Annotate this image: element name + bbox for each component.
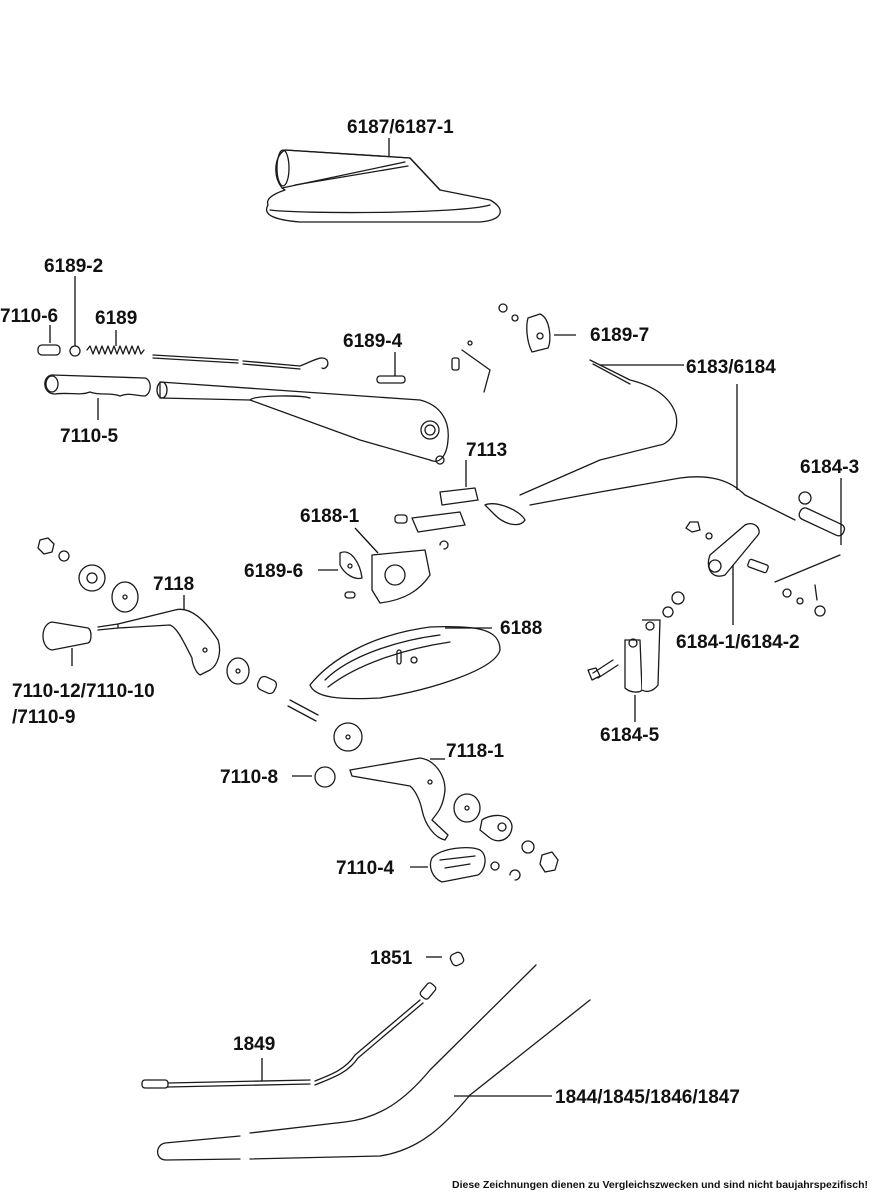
disclaimer-note: Diese Zeichnungen dienen zu Vergleichszw… [452,1179,868,1191]
part-washer-6189-2 [69,345,81,357]
part-cap-1851 [449,951,465,967]
part-hardware-right [453,793,559,881]
label-1844: 1844/1845/1846/1847 [555,1087,740,1108]
part-cables-1844 [156,964,591,1161]
part-spring-6189 [86,345,145,355]
part-ratchet-6188-1 [371,549,431,604]
label-7118-1: 7118-1 [446,741,505,762]
leader-6188-1 [354,527,379,554]
part-ball-7110-8 [314,766,336,788]
part-pawl-6189-6 [339,551,363,599]
label-6184-5: 6184-5 [600,725,660,746]
part-ratchet-pawl-rod [451,340,491,393]
part-pin-7110-6 [37,344,61,356]
part-boot-6187 [265,149,501,223]
part-grip-7110-5 [44,374,151,397]
label-6189-2: 6189-2 [44,256,103,277]
part-lever-7118-1 [349,757,449,841]
part-bracket-7110-4 [429,847,486,883]
label-7110-12-line1: 7110-12/7110-10 [12,681,155,702]
part-bracket-6189-7 [498,303,551,353]
label-6188: 6188 [500,618,542,639]
label-7113: 7113 [466,440,507,461]
label-6189-4: 6189-4 [343,331,403,352]
part-cable-1849 [141,982,437,1089]
label-7110-6: 7110-6 [0,306,58,327]
part-equalizer-6184-1 [685,521,841,617]
part-knob-7110-12 [42,621,92,651]
part-lever-arm [156,381,449,465]
part-nut-washers-left [37,537,139,613]
part-clevis-7113 [394,487,526,550]
label-6183: 6183/6184 [686,357,776,378]
label-6188-1: 6188-1 [300,506,360,527]
label-6189: 6189 [95,308,137,329]
part-pin-6189-4 [376,375,406,384]
label-6184-3: 6184-3 [800,457,859,478]
label-6189-6: 6189-6 [244,561,303,582]
label-6184-1: 6184-1/6184-2 [676,632,800,653]
label-7118: 7118 [153,574,194,595]
label-7110-5: 7110-5 [60,426,119,447]
part-bushings-center [226,657,363,752]
part-rod-7118 [97,608,221,676]
label-6189-7: 6189-7 [590,325,649,346]
part-cable-right-6184 [529,476,846,537]
part-clamp-6184-5 [587,591,685,693]
label-7110-4: 7110-4 [336,858,395,879]
label-7110-8: 7110-8 [220,767,278,788]
part-rod [152,354,329,370]
label-1851: 1851 [370,948,413,969]
label-1849: 1849 [233,1034,275,1055]
part-cable-left-6183 [519,359,678,496]
label-6187: 6187/6187-1 [347,117,454,138]
part-housing-6188 [309,625,501,700]
label-7110-12-line2: /7110-9 [12,707,75,728]
